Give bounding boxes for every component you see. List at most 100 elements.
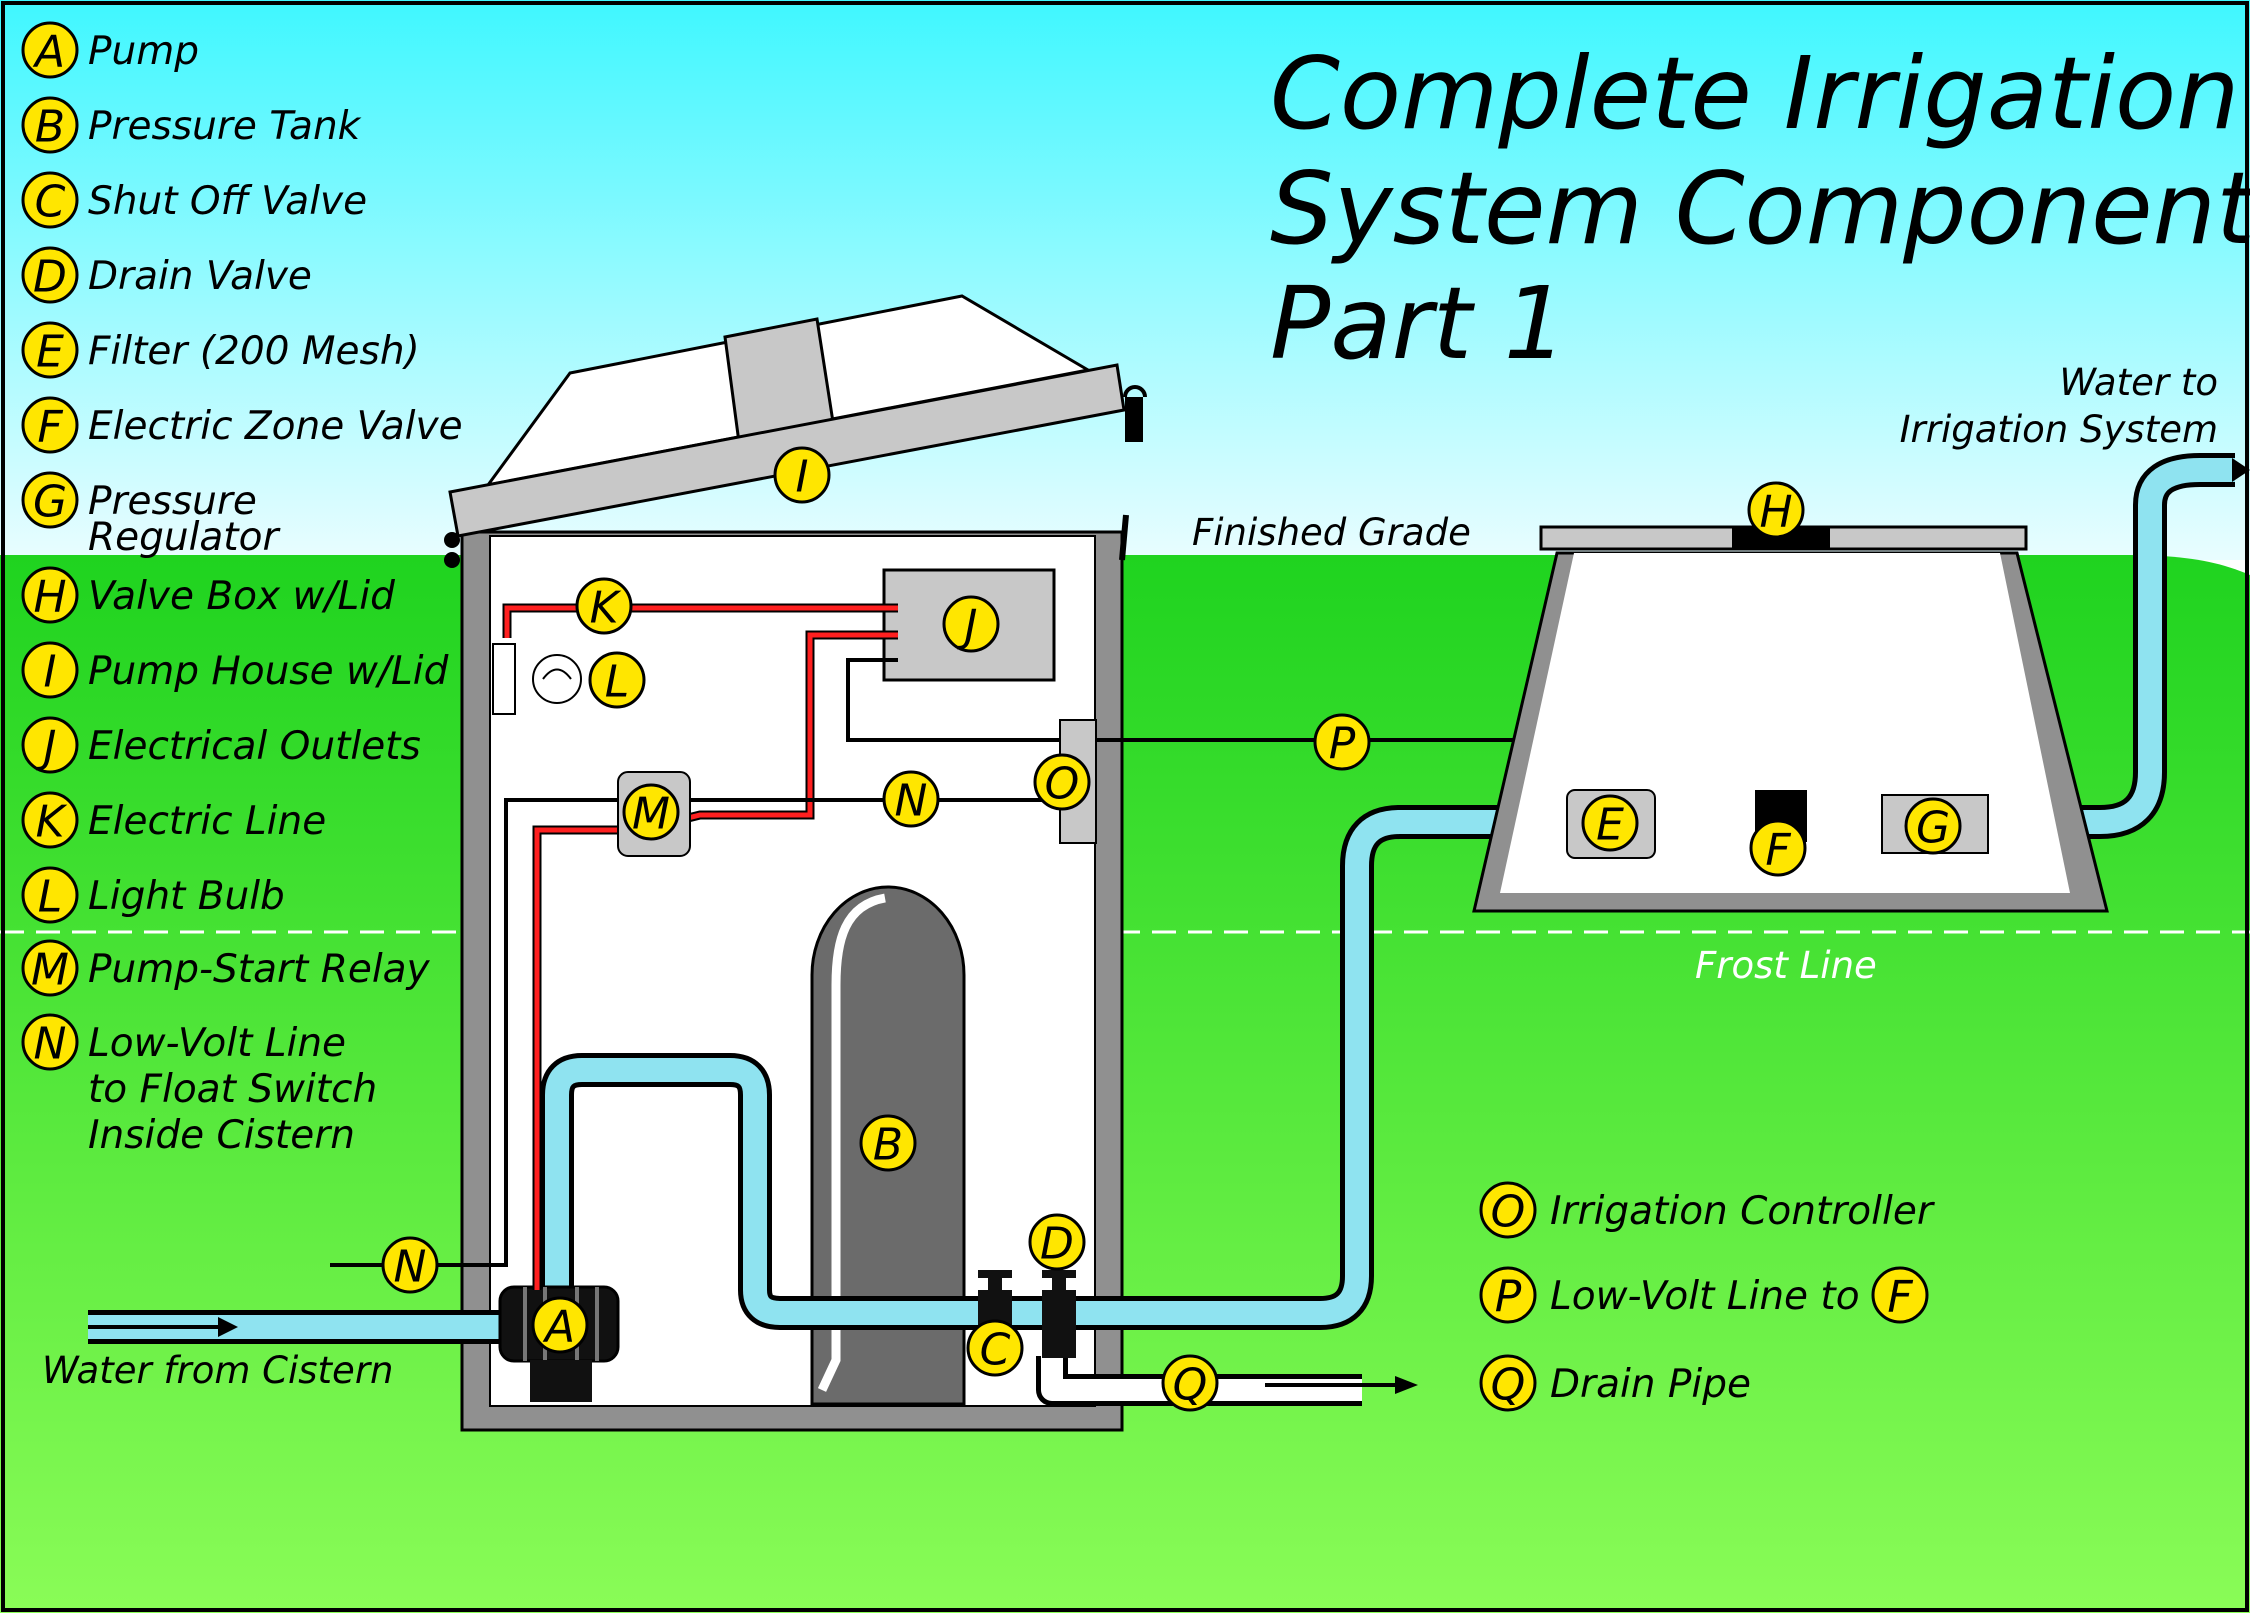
- legend-badge-b: B: [21, 96, 79, 154]
- marker-i: I: [773, 446, 831, 504]
- marker-e: E: [1581, 794, 1639, 852]
- legend-badge-g: G: [21, 471, 79, 529]
- legend-badge-f: F: [21, 396, 79, 454]
- legend-text-l: Light Bulb: [88, 874, 285, 919]
- legend-text-h: Valve Box w/Lid: [88, 574, 395, 619]
- marker-i-letter: I: [796, 452, 809, 503]
- legend-badge-f-letter: F: [37, 402, 63, 453]
- marker-p-letter: P: [1329, 719, 1356, 770]
- electrical-lines: [330, 568, 1777, 1290]
- legend-text-n-3: Inside Cistern: [88, 1113, 355, 1158]
- legend-text-i: Pump House w/Lid: [88, 649, 449, 694]
- legend-text-k: Electric Line: [88, 799, 326, 844]
- legend-text-c: Shut Off Valve: [88, 179, 367, 224]
- legend-text-a: Pump: [88, 29, 199, 74]
- legend-text-f: Electric Zone Valve: [88, 404, 463, 449]
- legend-badge-e-letter: E: [36, 327, 64, 378]
- legend-badge-d: D: [21, 246, 79, 304]
- legend-badge-e: E: [21, 321, 79, 379]
- marker-p: P: [1313, 713, 1371, 771]
- marker-c-letter: C: [980, 1325, 1011, 1376]
- legend-text-g: Pressure: [88, 479, 257, 524]
- legend-text-b: Pressure Tank: [88, 104, 362, 149]
- legend-badge-c: C: [21, 171, 79, 229]
- legend-badge-i-letter: I: [44, 647, 57, 698]
- pump-house-lid: [448, 294, 1147, 538]
- legend-badge-a-letter: A: [32, 27, 65, 78]
- legend-badge-o-letter: O: [1491, 1187, 1526, 1238]
- water-from-label: Water from Cistern: [42, 1349, 393, 1392]
- marker-l: L: [588, 651, 646, 709]
- marker-h-letter: H: [1759, 487, 1792, 538]
- legend-badge-g-letter: G: [33, 477, 67, 528]
- legend-badge-h-letter: H: [33, 572, 66, 623]
- marker-k: K: [575, 577, 633, 635]
- marker-l-letter: L: [605, 657, 630, 708]
- legend-text-g-2: Regulator: [88, 515, 281, 560]
- marker-m: M: [622, 783, 680, 841]
- marker-n-letter: N: [394, 1242, 427, 1293]
- legend-text-n-2: to Float Switch: [88, 1067, 377, 1112]
- legend-badge-n: N: [21, 1013, 79, 1071]
- title-line-3: Part 1: [1270, 265, 1567, 382]
- legend-badge-p: P: [1479, 1266, 1537, 1324]
- title-line-1: Complete Irrigation: [1270, 35, 2240, 152]
- legend-text-m: Pump-Start Relay: [88, 947, 431, 992]
- legend-badge-j: J: [21, 716, 79, 774]
- marker-d: D: [1028, 1213, 1086, 1271]
- marker-n-2: N: [882, 770, 940, 828]
- water-pipes: [88, 453, 2250, 1406]
- legend-text-e: Filter (200 Mesh): [88, 329, 420, 374]
- legend-text-o: Irrigation Controller: [1550, 1189, 1936, 1234]
- water-to-label-1: Water to: [2059, 361, 2218, 404]
- marker-g: G: [1904, 797, 1962, 855]
- legend-text-j: Electrical Outlets: [88, 724, 421, 769]
- water-to-label-2: Irrigation System: [1900, 408, 2218, 451]
- legend-text-p: Low-Volt Line to: [1550, 1274, 1860, 1319]
- legend-badge-o: O: [1479, 1181, 1537, 1239]
- legend-badge-i: I: [21, 641, 79, 699]
- marker-a-letter: A: [542, 1302, 575, 1353]
- legend-badge-q-letter: Q: [1491, 1360, 1526, 1411]
- marker-o: O: [1033, 753, 1091, 811]
- marker-m-letter: M: [632, 789, 670, 840]
- marker-j: J: [942, 595, 1000, 653]
- legend-badge-a: A: [21, 21, 79, 79]
- finished-grade-label: Finished Grade: [1192, 511, 1471, 554]
- title: Complete Irrigation System Components Pa…: [1270, 35, 2250, 382]
- marker-b-letter: B: [873, 1120, 903, 1171]
- marker-c: C: [966, 1319, 1024, 1377]
- sky: [0, 0, 2250, 560]
- legend-badge-q: Q: [1479, 1354, 1537, 1412]
- marker-q: Q: [1161, 1354, 1219, 1412]
- legend-badge-m-letter: M: [31, 945, 69, 996]
- marker-n-2-letter: N: [895, 776, 928, 827]
- frost-line-label: Frost Line: [1695, 944, 1877, 987]
- marker-e-letter: E: [1596, 800, 1624, 851]
- marker-a: A: [531, 1296, 589, 1354]
- legend-text-q: Drain Pipe: [1550, 1362, 1751, 1407]
- legend-badge-l: L: [21, 866, 79, 924]
- marker-h: H: [1747, 481, 1805, 539]
- marker-d-letter: D: [1040, 1219, 1074, 1270]
- marker-f: F: [1749, 819, 1807, 877]
- marker-f-letter: F: [1765, 825, 1791, 876]
- marker-g-letter: G: [1916, 803, 1950, 854]
- legend-badge-d-letter: D: [33, 252, 67, 303]
- legend-badge-b-letter: B: [35, 102, 65, 153]
- title-line-2: System Components: [1270, 150, 2250, 267]
- legend-badge-k-letter: K: [36, 797, 68, 848]
- legend-badge-m: M: [21, 939, 79, 997]
- legend-badge-l-letter: L: [38, 872, 63, 923]
- legend-badge-h: H: [21, 566, 79, 624]
- legend-badge-p-ref-letter: F: [1887, 1272, 1913, 1323]
- marker-o-letter: O: [1045, 759, 1080, 810]
- legend-badge-c-letter: C: [35, 177, 66, 228]
- marker-q-letter: Q: [1173, 1360, 1208, 1411]
- legend-badge-k: K: [21, 791, 79, 849]
- legend-badge-p-ref: F: [1871, 1266, 1929, 1324]
